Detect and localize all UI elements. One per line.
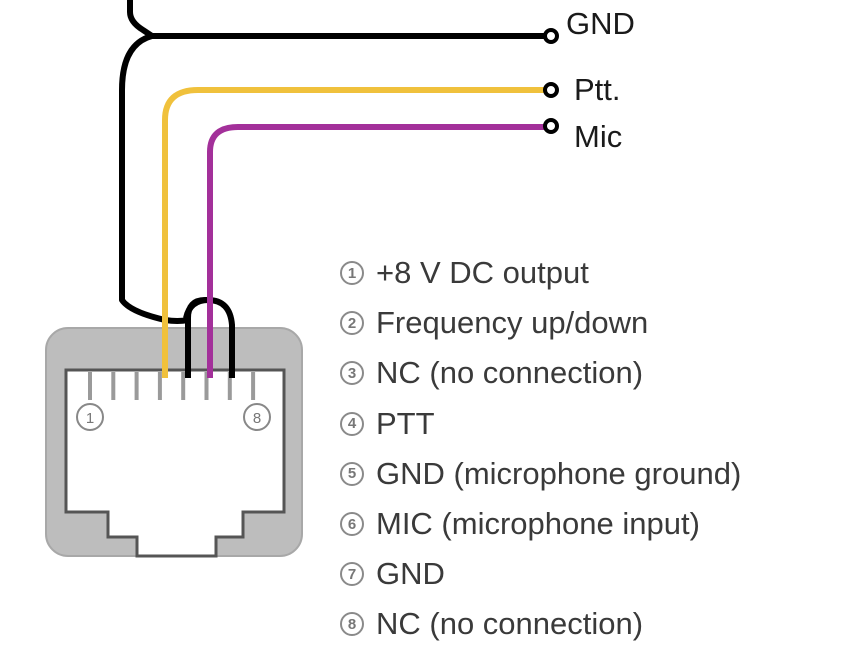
mic-terminal-icon	[543, 118, 559, 134]
pin-legend-item: 2 Frequency up/down	[340, 298, 741, 348]
svg-text:8: 8	[253, 410, 261, 427]
pin-legend-item: 7 GND	[340, 549, 741, 599]
pin-description: Frequency up/down	[376, 305, 649, 341]
pin-description: PTT	[376, 405, 435, 441]
pin-description: +8 V DC output	[376, 255, 589, 291]
pin-legend: 1 +8 V DC output 2 Frequency up/down 3 NC (…	[340, 248, 741, 650]
pin-description: GND (microphone ground)	[376, 455, 742, 491]
pin-number-badge: 1	[340, 261, 364, 286]
mic-wire	[207, 124, 550, 378]
pin-description: MIC (microphone input)	[376, 506, 700, 542]
pin-legend-item: 4 PTT	[340, 399, 741, 449]
gnd-terminal-label: GND	[566, 6, 635, 41]
mic-terminal-label: Mic	[574, 119, 623, 154]
pin-number-badge: 3	[340, 361, 364, 386]
pin-description: GND	[376, 556, 445, 592]
pin-number-badge: 7	[340, 562, 364, 587]
svg-text:1: 1	[86, 410, 94, 427]
pin-number-badge: 6	[340, 512, 364, 537]
pin-legend-item: 5 GND (microphone ground)	[340, 449, 741, 499]
rj45-connector: 1 8	[45, 327, 303, 558]
pin-number-badge: 2	[340, 311, 364, 336]
connector-pins	[88, 372, 256, 400]
pin-legend-item: 3 NC (no connection)	[340, 348, 741, 398]
pin-marker-8: 8	[243, 403, 271, 431]
gnd-terminal-icon	[543, 28, 559, 44]
pin-number-badge: 5	[340, 461, 364, 486]
pin-description: NC (no connection)	[376, 606, 644, 642]
connector-opening	[64, 368, 286, 558]
pin-number-badge: 4	[340, 411, 364, 436]
ptt-terminal-label: Ptt.	[574, 72, 621, 107]
pin-legend-item: 1 +8 V DC output	[340, 248, 741, 298]
pin-marker-1: 1	[76, 403, 104, 431]
ptt-terminal-icon	[543, 82, 559, 98]
gnd-wire	[119, 0, 550, 324]
pin-description: NC (no connection)	[376, 355, 644, 391]
pin-legend-item: 6 MIC (microphone input)	[340, 499, 741, 549]
pin-number-badge: 8	[340, 612, 364, 637]
ptt-wire	[162, 87, 550, 378]
pin-legend-item: 8 NC (no connection)	[340, 599, 741, 649]
